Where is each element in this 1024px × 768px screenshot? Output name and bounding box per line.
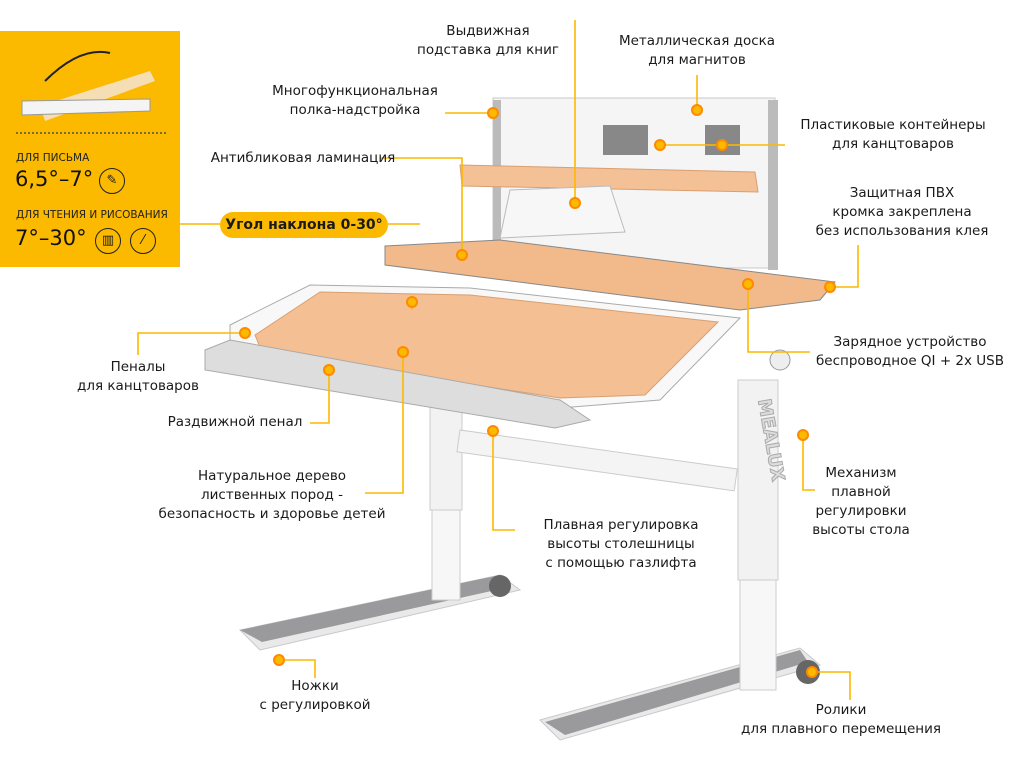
container-1 [603, 125, 648, 155]
reading-label: ДЛЯ ЧТЕНИЯ И РИСОВАНИЯ [16, 209, 168, 221]
book-stand [499, 185, 626, 239]
marker-book-stand [569, 197, 581, 209]
marker-wood-1 [406, 296, 418, 308]
marker-metal-board [691, 104, 703, 116]
marker-shelf [487, 107, 499, 119]
fixed-top [384, 239, 836, 311]
reading-value: 7°–30° [15, 226, 87, 250]
tilt-info-panel: ДЛЯ ПИСЬМА 6,5°–7° ✎ ДЛЯ ЧТЕНИЯ И РИСОВА… [0, 31, 180, 267]
markers [239, 104, 836, 678]
label-lamination: Антибликовая ламинация [210, 150, 396, 166]
marker-mechanism [797, 429, 809, 441]
writing-label: ДЛЯ ПИСЬМА [16, 152, 90, 164]
marker-container-2 [716, 139, 728, 151]
marker-sliding-case [323, 364, 335, 376]
pencil-tray [204, 339, 592, 429]
pen-icon: ✎ [99, 168, 125, 194]
tilt-illustration [21, 50, 155, 121]
divider [16, 132, 166, 134]
marker-pencil-cases [239, 327, 251, 339]
wheel-left [489, 575, 511, 597]
marker-gaslift [487, 425, 499, 437]
tilt-angle-pill: Угол наклона 0-30° [220, 212, 388, 238]
brush-icon: ⁄ [130, 228, 156, 254]
marker-pvc [824, 281, 836, 293]
marker-container-1 [654, 139, 666, 151]
marker-wheels [806, 666, 818, 678]
label-sliding-case: Раздвижной пенал [167, 414, 303, 430]
book-icon: ▥ [95, 228, 121, 254]
writing-value: 6,5°–7° [15, 167, 94, 191]
marker-legs [273, 654, 285, 666]
crank-handle [769, 349, 791, 371]
marker-wood-2 [397, 346, 409, 358]
marker-charger [742, 278, 754, 290]
marker-lamination [456, 249, 468, 261]
